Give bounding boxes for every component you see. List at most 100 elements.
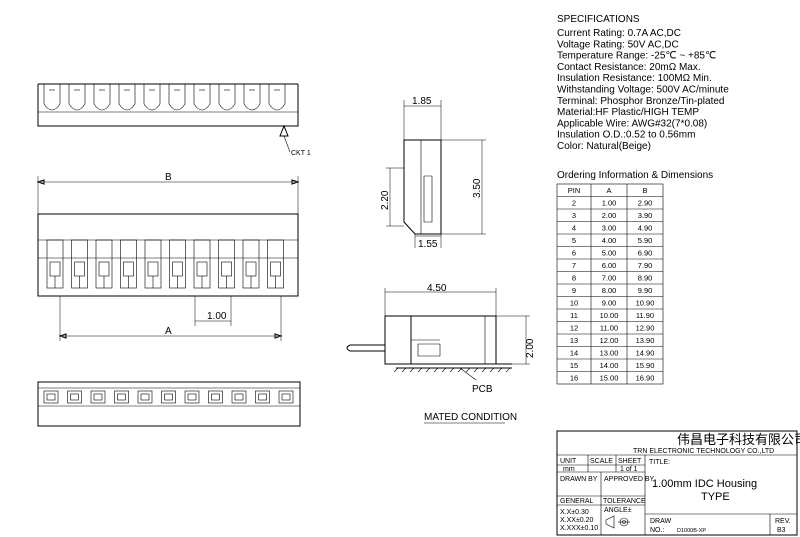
ordering-cell: 11 bbox=[570, 311, 578, 320]
drawing-number: D1000B-XP bbox=[677, 528, 706, 534]
bottom-slot-inner bbox=[93, 393, 103, 401]
ordering-heading: Ordering Information & Dimensions bbox=[557, 170, 713, 181]
top-contact bbox=[68, 84, 86, 111]
bottom-slot-inner bbox=[187, 393, 197, 401]
bottom-slot bbox=[184, 390, 200, 404]
ordering-cell: 13 bbox=[570, 336, 578, 345]
spec-line: Material:HF Plastic/HIGH TEMP bbox=[557, 107, 699, 118]
mated-length-dimension: 4.50 bbox=[427, 283, 447, 294]
pitch-dimension: 1.00 bbox=[207, 311, 227, 322]
bottom-slot bbox=[208, 390, 223, 404]
tolerance-label: TOLERANCE bbox=[603, 498, 646, 505]
bottom-slot-inner bbox=[70, 393, 79, 401]
specifications-heading: SPECIFICATIONS bbox=[557, 14, 640, 25]
side-inner-height-dimension: 2.20 bbox=[380, 190, 391, 210]
no-label: NO.: bbox=[650, 527, 664, 534]
top-contact bbox=[168, 84, 186, 111]
drawing-title-type: TYPE bbox=[701, 491, 730, 503]
ordering-cell: 10.00 bbox=[600, 311, 619, 320]
dimension-a-label: A bbox=[165, 326, 172, 337]
side-total-height-dimension: 3.50 bbox=[472, 178, 483, 198]
draw-label: DRAW bbox=[650, 518, 672, 525]
projection-icon bbox=[605, 515, 630, 529]
front-pin-contact bbox=[74, 261, 85, 277]
top-contact bbox=[43, 84, 61, 111]
front-pin-contact bbox=[98, 261, 110, 277]
bottom-slot bbox=[255, 390, 270, 404]
ordering-cell: 15.90 bbox=[636, 361, 655, 370]
ordering-cell: 7.00 bbox=[602, 274, 617, 283]
front-pin-contact bbox=[245, 261, 257, 277]
sheet-value: 1 of 1 bbox=[620, 466, 638, 473]
bottom-slot-inner bbox=[164, 393, 173, 401]
top-contact bbox=[268, 84, 286, 111]
bottom-slot bbox=[114, 390, 129, 404]
top-contact bbox=[93, 84, 111, 111]
bottom-slot-inner bbox=[117, 393, 126, 401]
bottom-slot bbox=[43, 390, 59, 404]
side-bottom-dimension: 1.55 bbox=[418, 239, 438, 250]
ordering-cell: 9.90 bbox=[638, 286, 653, 295]
tolerance-two-decimal: X.XX±0.20 bbox=[560, 517, 594, 524]
ordering-cell: 2.90 bbox=[638, 199, 653, 208]
front-pin-contact bbox=[147, 261, 159, 277]
ordering-cell: 8.00 bbox=[602, 286, 617, 295]
ordering-cell: 13.90 bbox=[636, 336, 655, 345]
title-label: TITLE: bbox=[649, 459, 670, 466]
mated-view: 4.50 2.00 PCB MATED CONDITION bbox=[346, 283, 536, 424]
ordering-column-header: A bbox=[606, 186, 611, 195]
pcb-label: PCB bbox=[472, 384, 493, 395]
top-contact bbox=[118, 84, 136, 111]
tolerance-three-decimal: X.XXX±0.10 bbox=[560, 525, 598, 532]
rev-value: B3 bbox=[777, 527, 786, 534]
ordering-cell: 8.90 bbox=[638, 274, 653, 283]
top-view: CKT 1 bbox=[37, 83, 311, 157]
ordering-cell: 3.00 bbox=[602, 224, 617, 233]
angle-label: ANGLE± bbox=[604, 507, 632, 514]
mated-caption: MATED CONDITION bbox=[424, 412, 517, 423]
sheet-label: SHEET bbox=[618, 458, 642, 465]
bottom-view-slots bbox=[43, 390, 294, 404]
ordering-cell: 6.00 bbox=[602, 261, 617, 270]
ordering-cell: 7.90 bbox=[638, 261, 653, 270]
front-pin-contact bbox=[49, 261, 61, 277]
front-pin-contact bbox=[270, 261, 281, 277]
front-pin-contact bbox=[221, 261, 232, 277]
side-width-dimension: 1.85 bbox=[412, 96, 432, 107]
ordering-cell: 12.90 bbox=[636, 324, 655, 333]
general-label: GENERAL bbox=[560, 498, 594, 505]
bottom-slot bbox=[67, 390, 82, 404]
front-pin-contact bbox=[196, 261, 208, 277]
ordering-cell: 14 bbox=[570, 349, 578, 358]
scale-label: SCALE bbox=[590, 458, 613, 465]
ordering-cell: 3 bbox=[572, 211, 576, 220]
ordering-column-header: B bbox=[642, 186, 647, 195]
side-view: 1.85 2.20 3.50 1.55 bbox=[380, 96, 486, 250]
approved-by-label: APPROVED BY bbox=[604, 476, 655, 483]
ordering-cell: 16 bbox=[570, 374, 578, 383]
specifications-block: SPECIFICATIONS Current Rating: 0.7A AC,D… bbox=[557, 14, 729, 152]
ordering-cell: 15.00 bbox=[600, 374, 619, 383]
dimension-b-label: B bbox=[165, 172, 172, 183]
ordering-cell: 6 bbox=[572, 249, 576, 258]
spec-line: Applicable Wire: AWG#32(7*0.08) bbox=[557, 118, 707, 129]
bottom-slot-inner bbox=[281, 393, 291, 401]
bottom-slot-inner bbox=[211, 393, 220, 401]
front-view: B 1.00 A bbox=[36, 172, 300, 341]
ordering-cell: 14.00 bbox=[600, 361, 619, 370]
ordering-cell: 5 bbox=[572, 236, 576, 245]
top-contact bbox=[143, 84, 161, 111]
ordering-cell: 1.00 bbox=[602, 199, 617, 208]
bottom-slot-inner bbox=[258, 393, 267, 401]
ordering-cell: 16.90 bbox=[636, 374, 655, 383]
ordering-cell: 4 bbox=[572, 224, 576, 233]
ordering-cell: 7 bbox=[572, 261, 576, 270]
front-pin-contact bbox=[123, 261, 134, 277]
ordering-cell: 10 bbox=[570, 299, 578, 308]
front-view-pins bbox=[46, 239, 284, 289]
bottom-slot bbox=[278, 390, 294, 404]
title-block: 伟昌电子科技有限公司 TRN ELECTRONIC TECHNOLOGY CO.… bbox=[556, 430, 800, 536]
spec-line: Terminal: Phosphor Bronze/Tin-plated bbox=[557, 96, 725, 107]
